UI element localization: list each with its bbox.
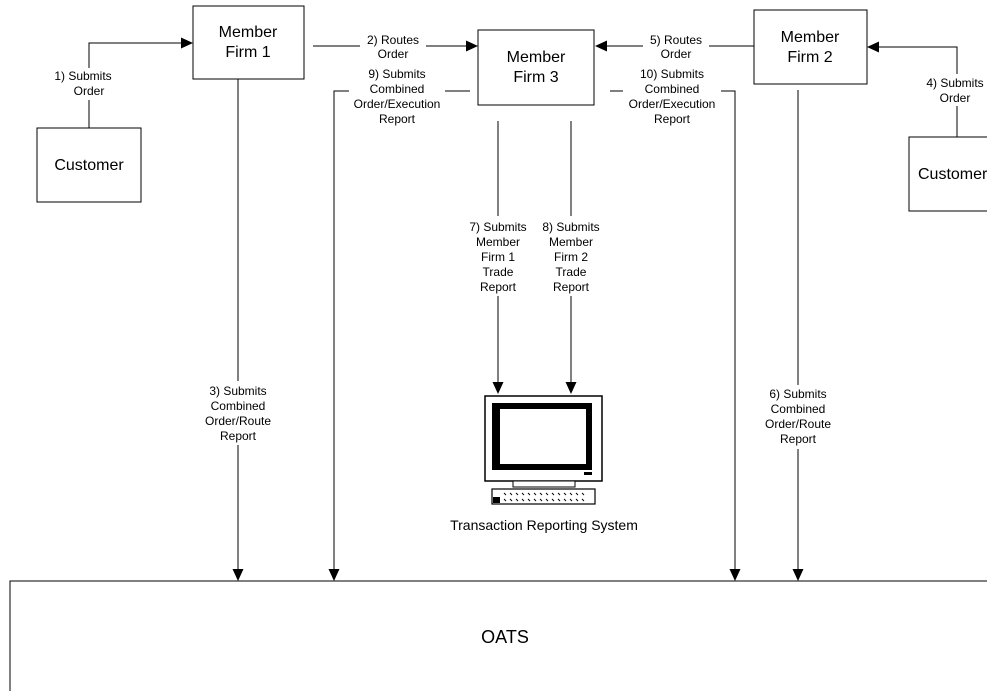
edge-7-arrowhead: [492, 382, 504, 394]
computer-terminal-icon: [484, 395, 603, 505]
edge-4-line: [878, 46, 958, 137]
edge-9-label-bg: [349, 65, 445, 127]
edge-9-order-execution-report: 9) Submits Combined Order/Execution Repo…: [328, 65, 470, 581]
edge-7-label-bg: [463, 216, 534, 296]
edge-10-label-line1: 10) Submits: [640, 67, 704, 81]
edge-6-label-line2: Combined: [771, 402, 826, 416]
edge-3-label-line1: 3) Submits: [209, 384, 266, 398]
edge-1-label-line2: Order: [74, 84, 105, 98]
monitor-power-button: [584, 472, 592, 475]
edge-8-label-line3: Firm 2: [554, 250, 588, 264]
edge-7-label-line4: Trade: [483, 265, 514, 279]
customer-right-node: Customer: [908, 136, 987, 212]
edge-8-label-line1: 8) Submits: [542, 220, 599, 234]
edge-1-submits-order: 1) Submits Order: [48, 37, 193, 128]
edge-9-label-line3: Order/Execution: [354, 97, 441, 111]
oats-box: [9, 580, 987, 691]
edge-7-label-line2: Member: [476, 235, 520, 249]
edge-8-label-bg: [536, 216, 607, 296]
edge-9-label-line1: 9) Submits: [368, 67, 425, 81]
edge-5-label-bg: [643, 33, 709, 63]
customer-left-node: Customer: [36, 127, 142, 203]
edge-9-line: [333, 90, 470, 569]
edge-3-label-line3: Order/Route: [205, 414, 271, 428]
member-firm-2-label-line1: Member: [781, 29, 840, 46]
keyboard: [491, 488, 596, 505]
member-firm-1-node: Member Firm 1: [192, 5, 305, 80]
edge-6-label-line3: Order/Route: [765, 417, 831, 431]
edge-7-label-line3: Firm 1: [481, 250, 515, 264]
member-firm-2-label-line2: Firm 2: [787, 49, 832, 66]
edge-9-label-line2: Combined: [370, 82, 425, 96]
edge-4-label-bg: [921, 74, 987, 106]
customer-right-box: [908, 136, 987, 212]
customer-left-label: Customer: [54, 157, 124, 174]
edge-4-arrowhead: [867, 41, 879, 53]
edge-3-order-route-report: 3) Submits Combined Order/Route Report: [195, 79, 281, 581]
edge-2-label-bg: [360, 33, 426, 63]
edge-8-label-line4: Trade: [556, 265, 587, 279]
edge-5-label-line2: Order: [661, 47, 692, 61]
monitor-screen: [500, 409, 586, 464]
edge-2-routes-order: 2) Routes Order: [313, 33, 478, 63]
edge-1-label-line1: 1) Submits: [54, 69, 111, 83]
edge-6-label-bg: [756, 385, 842, 449]
keyboard-key-block: [493, 497, 500, 503]
edge-10-arrowhead: [729, 569, 741, 581]
member-firm-3-label-line2: Firm 3: [513, 69, 558, 86]
keyboard-keys: [503, 492, 585, 502]
edge-9-label-line4: Report: [379, 112, 416, 126]
member-firm-2-box: [753, 9, 868, 85]
member-firm-3-box: [477, 29, 595, 106]
member-firm-2-node: Member Firm 2: [753, 9, 868, 85]
edge-9-arrowhead: [328, 569, 340, 581]
edge-3-label-bg: [195, 381, 281, 445]
edge-2-arrowhead: [466, 40, 478, 52]
edge-4-label-line1: 4) Submits: [926, 76, 983, 90]
edge-10-label-line4: Report: [654, 112, 691, 126]
edge-3-arrowhead: [232, 569, 244, 581]
edge-2-label-line2: Order: [378, 47, 409, 61]
member-firm-1-label-line2: Firm 1: [225, 44, 270, 61]
edge-10-label-bg: [623, 65, 721, 127]
member-firm-1-box: [192, 5, 305, 80]
edge-4-submits-order: 4) Submits Order: [867, 41, 987, 137]
edge-10-label-line3: Order/Execution: [629, 97, 716, 111]
edge-6-arrowhead: [792, 569, 804, 581]
edge-10-label-line2: Combined: [645, 82, 700, 96]
edge-10-order-execution-report: 10) Submits Combined Order/Execution Rep…: [610, 65, 741, 581]
edge-8-firm2-trade-report: 8) Submits Member Firm 2 Trade Report: [536, 121, 607, 394]
edge-7-firm1-trade-report: 7) Submits Member Firm 1 Trade Report: [463, 121, 534, 394]
edge-8-arrowhead: [565, 382, 577, 394]
edge-6-label-line1: 6) Submits: [769, 387, 826, 401]
edge-4-label-line2: Order: [940, 91, 971, 105]
oats-label: OATS: [481, 627, 529, 647]
edge-8-label-line2: Member: [549, 235, 593, 249]
edge-10-line: [610, 90, 736, 569]
customer-left-box: [36, 127, 142, 203]
edge-5-label-line1: 5) Routes: [650, 33, 702, 47]
edge-5-routes-order: 5) Routes Order: [595, 33, 754, 63]
edge-3-label-line4: Report: [220, 429, 257, 443]
edge-6-label-line4: Report: [780, 432, 817, 446]
trs-label: Transaction Reporting System: [450, 517, 638, 533]
member-firm-3-node: Member Firm 3: [477, 29, 595, 106]
edge-1-arrowhead: [181, 37, 193, 49]
edge-6-order-route-report: 6) Submits Combined Order/Route Report: [756, 90, 842, 581]
edge-5-arrowhead: [595, 40, 607, 52]
edge-3-label-line2: Combined: [211, 399, 266, 413]
member-firm-1-label-line1: Member: [219, 24, 278, 41]
oats-node: OATS: [9, 580, 987, 691]
customer-right-label: Customer: [918, 166, 987, 183]
edge-1-label-bg: [48, 68, 116, 100]
member-firm-3-label-line1: Member: [507, 49, 566, 66]
edge-8-label-line5: Report: [553, 280, 590, 294]
edge-2-label-line1: 2) Routes: [367, 33, 419, 47]
edge-7-label-line5: Report: [480, 280, 517, 294]
edge-7-label-line1: 7) Submits: [469, 220, 526, 234]
monitor-stand: [512, 480, 576, 488]
